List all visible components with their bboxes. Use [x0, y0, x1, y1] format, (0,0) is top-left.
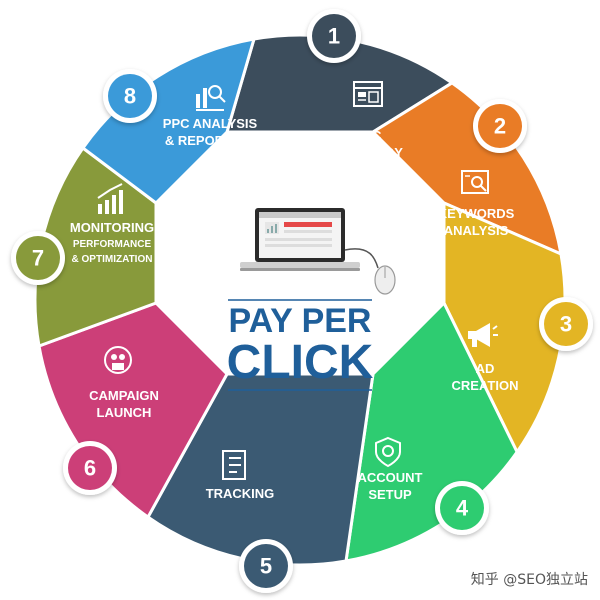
strategy-document-icon [353, 81, 383, 107]
step-badge-3: 3 [539, 297, 593, 351]
laptop-mouse-icon [240, 208, 396, 295]
step-badge-7: 7 [11, 231, 65, 285]
segment-3-label-line-2: CREATION [452, 378, 519, 393]
segment-8-label-line-1: PPC ANALYSIS [163, 116, 258, 131]
segment-6-label-line-2: LAUNCH [97, 405, 152, 420]
step-number-4: 4 [456, 496, 469, 521]
keyword-search-icon [461, 170, 489, 194]
title-line-1: PAY PER [228, 302, 371, 340]
segment-2-label-line-2: ANALYSIS [444, 223, 509, 238]
step-number-5: 5 [260, 554, 272, 579]
segment-2-label-line-1: KEYWORDS [438, 206, 515, 221]
step-number-8: 8 [124, 84, 136, 109]
title-line-2: CLICK [227, 336, 374, 389]
step-badge-5: 5 [239, 539, 293, 593]
segment-5-label-line-1: TRACKING [206, 486, 275, 501]
analysis-magnifier-icon [196, 85, 226, 111]
campaign-people-icon [104, 346, 132, 374]
step-number-1: 1 [328, 24, 340, 49]
tracking-checklist-icon [222, 450, 246, 480]
step-badge-2: 2 [473, 99, 527, 153]
step-badge-1: 1 [307, 9, 361, 63]
account-shield-icon [375, 436, 401, 468]
watermark: 知乎 @SEO独立站 [471, 571, 588, 588]
segment-6 [37, 301, 229, 520]
segment-2 [370, 81, 563, 257]
segment-4-label-line-2: SETUP [368, 487, 412, 502]
step-number-3: 3 [560, 312, 572, 337]
step-number-7: 7 [32, 246, 44, 271]
segment-3-label-line-1: AD [476, 361, 495, 376]
step-badge-4: 4 [435, 481, 489, 535]
segment-6-label-line-1: CAMPAIGN [89, 388, 159, 403]
growth-bars-icon [97, 183, 123, 214]
segment-7-label-line-3: & OPTIMIZATION [72, 254, 153, 265]
step-badge-8: 8 [103, 69, 157, 123]
segment-3 [442, 200, 567, 455]
segment-7-label-line-2: PERFORMANCE [73, 239, 152, 250]
segment-5 [146, 372, 375, 567]
segment-1 [225, 33, 455, 134]
step-number-6: 6 [84, 456, 96, 481]
step-badge-6: 6 [63, 441, 117, 495]
megaphone-icon [468, 323, 498, 347]
segment-8 [80, 37, 257, 205]
step-number-2: 2 [494, 114, 506, 139]
segment-7-label-line-1: MONITORING [70, 220, 154, 235]
segment-4-label-line-1: ACCOUNT [358, 470, 423, 485]
